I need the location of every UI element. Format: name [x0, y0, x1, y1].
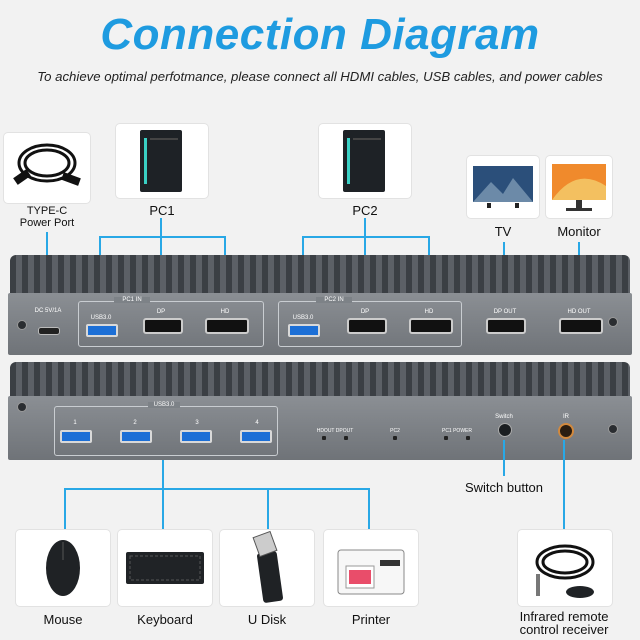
printer-label: Printer — [351, 612, 391, 627]
hub-wire-bar — [64, 488, 370, 490]
ir-wire — [563, 440, 565, 530]
usb-drive-icon — [252, 530, 283, 603]
usb-port-2[interactable] — [120, 430, 152, 443]
monitor-card — [546, 156, 612, 218]
mouse-label: Mouse — [43, 612, 83, 627]
pc1-in-label: PC1 IN — [114, 297, 150, 303]
pc1-dp-port[interactable] — [143, 318, 183, 334]
pc1-hd-port[interactable] — [205, 318, 249, 334]
pc1-usb-label: USB3.0 — [90, 315, 112, 321]
switch-button[interactable] — [498, 423, 512, 437]
monitor-label: Monitor — [557, 224, 601, 239]
pc2-hd-label: HD — [424, 309, 434, 315]
pc1-hd-label: HD — [220, 309, 230, 315]
dc-label: DC 5V/1A — [34, 308, 62, 314]
back-fins — [10, 362, 630, 398]
screw-icon — [608, 424, 618, 434]
printer-card — [324, 530, 418, 606]
ir-label: IR — [563, 414, 569, 420]
typec-label: TYPE-C Power Port — [19, 205, 75, 229]
dp-out-port[interactable] — [486, 318, 526, 334]
pc2-usb-port[interactable] — [288, 324, 320, 337]
pc-tower-icon — [140, 130, 182, 192]
page-subtitle: To achieve optimal perfotmance, please c… — [37, 69, 603, 84]
pc2-card — [319, 124, 411, 198]
usb-port-3-label: 3 — [195, 420, 199, 426]
hd-out-port[interactable] — [559, 318, 603, 334]
ir-receiver-label: Infrared remote control receiver — [519, 609, 609, 637]
udisk-label: U Disk — [247, 612, 287, 627]
screw-icon — [17, 402, 27, 412]
pc-tower-icon — [343, 130, 385, 192]
usb-port-2-label: 2 — [133, 420, 137, 426]
led-indicator — [322, 436, 326, 440]
led-pc1-power-label: PC1 POWER — [441, 428, 472, 434]
pc1-label: PC1 — [149, 203, 175, 218]
usb-port-1-label: 1 — [73, 420, 77, 426]
led-indicator — [466, 436, 470, 440]
mouse-card — [16, 530, 110, 606]
typec-port[interactable] — [38, 327, 60, 335]
screw-icon — [17, 320, 27, 330]
monitor-icon — [552, 164, 606, 211]
front-fins — [10, 255, 630, 295]
pc2-wire-drop — [364, 218, 366, 237]
ir-port[interactable] — [558, 423, 574, 439]
keyboard-card — [118, 530, 212, 606]
pc2-wire-bar — [302, 236, 430, 238]
led-outs-label: HDOUT DPOUT — [316, 428, 354, 434]
pc2-in-label: PC2 IN — [316, 297, 352, 303]
pc2-dp-label: DP — [360, 309, 370, 315]
usb-port-4[interactable] — [240, 430, 272, 443]
ir-receiver-card — [518, 530, 612, 606]
keyboard-icon — [126, 552, 204, 584]
pc1-card — [116, 124, 208, 198]
page-title: Connection Diagram — [100, 10, 540, 59]
tv-icon — [473, 166, 533, 208]
hub-wire-drop — [162, 460, 164, 490]
pc1-in-panel — [78, 301, 264, 347]
hd-out-label: HD OUT — [567, 309, 591, 315]
led-indicator — [344, 436, 348, 440]
typec-cable-card — [4, 133, 90, 203]
pc2-in-panel — [278, 301, 462, 347]
udisk-wire — [267, 488, 269, 530]
led-indicator — [444, 436, 448, 440]
udisk-card — [220, 530, 314, 606]
tv-card — [467, 156, 539, 218]
switch-button-label: Switch button — [464, 480, 544, 495]
keyboard-label: Keyboard — [137, 612, 193, 627]
usb-port-1[interactable] — [60, 430, 92, 443]
led-indicator — [393, 436, 397, 440]
keyboard-wire — [162, 488, 164, 530]
mouse-icon — [46, 540, 80, 596]
pc2-dp-port[interactable] — [347, 318, 387, 334]
usb-cable-icon — [13, 143, 81, 186]
switch-label: Switch — [495, 414, 513, 420]
printer-wire — [368, 488, 370, 530]
ir-receiver-icon — [535, 544, 595, 598]
usb-port-4-label: 4 — [255, 420, 259, 426]
dp-out-label: DP OUT — [493, 309, 517, 315]
pc1-dp-label: DP — [156, 309, 166, 315]
led-pc2-label: PC2 — [390, 428, 400, 434]
tv-label: TV — [494, 224, 512, 239]
pc2-label: PC2 — [352, 203, 378, 218]
switch-wire — [503, 440, 505, 476]
pc1-wire-bar — [99, 236, 226, 238]
printer-icon — [337, 549, 405, 595]
pc1-wire-drop — [160, 218, 162, 237]
screw-icon — [608, 317, 618, 327]
usb-hub-label: USB3.0 — [148, 402, 180, 408]
pc1-usb-port[interactable] — [86, 324, 118, 337]
mouse-wire — [64, 488, 66, 530]
pc2-hd-port[interactable] — [409, 318, 453, 334]
pc2-usb-label: USB3.0 — [292, 315, 314, 321]
usb-port-3[interactable] — [180, 430, 212, 443]
